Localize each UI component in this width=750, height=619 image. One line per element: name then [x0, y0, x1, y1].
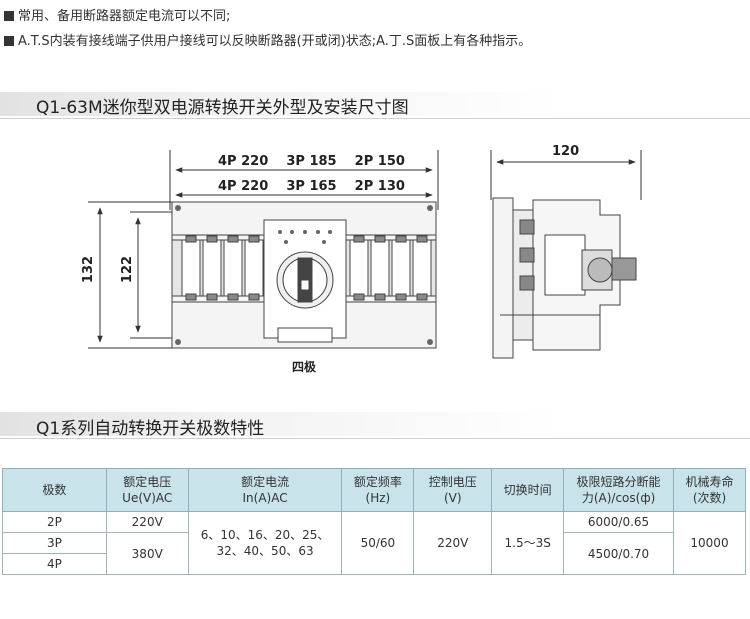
dim-label-top-2: 4P 220 3P 165 2P 130 [218, 179, 405, 194]
section-header-bar-2 [0, 412, 750, 436]
cell-poles-4p: 4P [2, 553, 107, 575]
cell-mechanical-life: 10000 [673, 511, 746, 575]
cell-frequency: 50/60 [341, 511, 415, 575]
front-view-body [171, 201, 437, 349]
header-control-voltage: 控制电压(V) [413, 468, 493, 512]
cell-control-voltage: 220V [413, 511, 493, 575]
cell-voltage-2p: 220V [105, 511, 189, 533]
dim-label-height-inner: 122 [120, 255, 136, 284]
table-row: 3P 380V 4500/0.70 [2, 532, 746, 575]
note-text-1: 常用、备用断路器额定电流可以不同; [18, 9, 231, 24]
table-row: 2P 220V 6、10、16、20、25、32、40、50、63 50/60 … [2, 511, 746, 575]
header-frequency: 额定频率(Hz) [341, 468, 415, 512]
section-divider-2 [0, 438, 750, 439]
section-header-bar [0, 92, 750, 116]
section-title-dimensions: Q1-63M迷你型双电源转换开关外型及安装尺寸图 [36, 98, 409, 118]
cell-poles-3p: 3P [2, 532, 107, 554]
bullet-square-icon [4, 11, 14, 21]
section-divider [0, 118, 750, 119]
header-poles: 极数 [2, 468, 107, 512]
dim-label-height-outer: 132 [81, 255, 97, 284]
note-text-2: A.T.S内装有接线端子供用户接线可以反映断路器(开或闭)状态;A.丁.S面板上… [18, 34, 532, 49]
header-mechanical-life: 机械寿命(次数) [673, 468, 746, 512]
dim-label-top-1: 4P 220 3P 185 2P 150 [218, 154, 405, 169]
drawing-caption: 四极 [292, 360, 317, 374]
cell-voltage-34p: 380V [105, 532, 189, 575]
dim-label-side-width: 120 [552, 144, 580, 159]
bullet-square-icon [4, 36, 14, 46]
side-view-body [492, 197, 637, 359]
section-title-characteristics: Q1系列自动转换开关极数特性 [36, 419, 265, 439]
cell-breaking-2p: 6000/0.65 [563, 511, 674, 533]
table-row: 4P [2, 553, 746, 575]
cell-current: 6、10、16、20、25、32、40、50、63 [187, 511, 343, 575]
note-line-1: 常用、备用断路器额定电流可以不同; [4, 5, 230, 24]
cell-switch-time: 1.5～3S [491, 511, 565, 575]
cell-poles-2p: 2P [2, 511, 107, 533]
header-switch-time: 切换时间 [491, 468, 565, 512]
header-breaking-capacity: 极限短路分断能力(A)/cos(ф) [563, 468, 674, 512]
note-line-2: A.T.S内装有接线端子供用户接线可以反映断路器(开或闭)状态;A.丁.S面板上… [4, 30, 531, 49]
dimension-drawing [88, 150, 642, 359]
cell-breaking-34p: 4500/0.70 [563, 532, 674, 575]
